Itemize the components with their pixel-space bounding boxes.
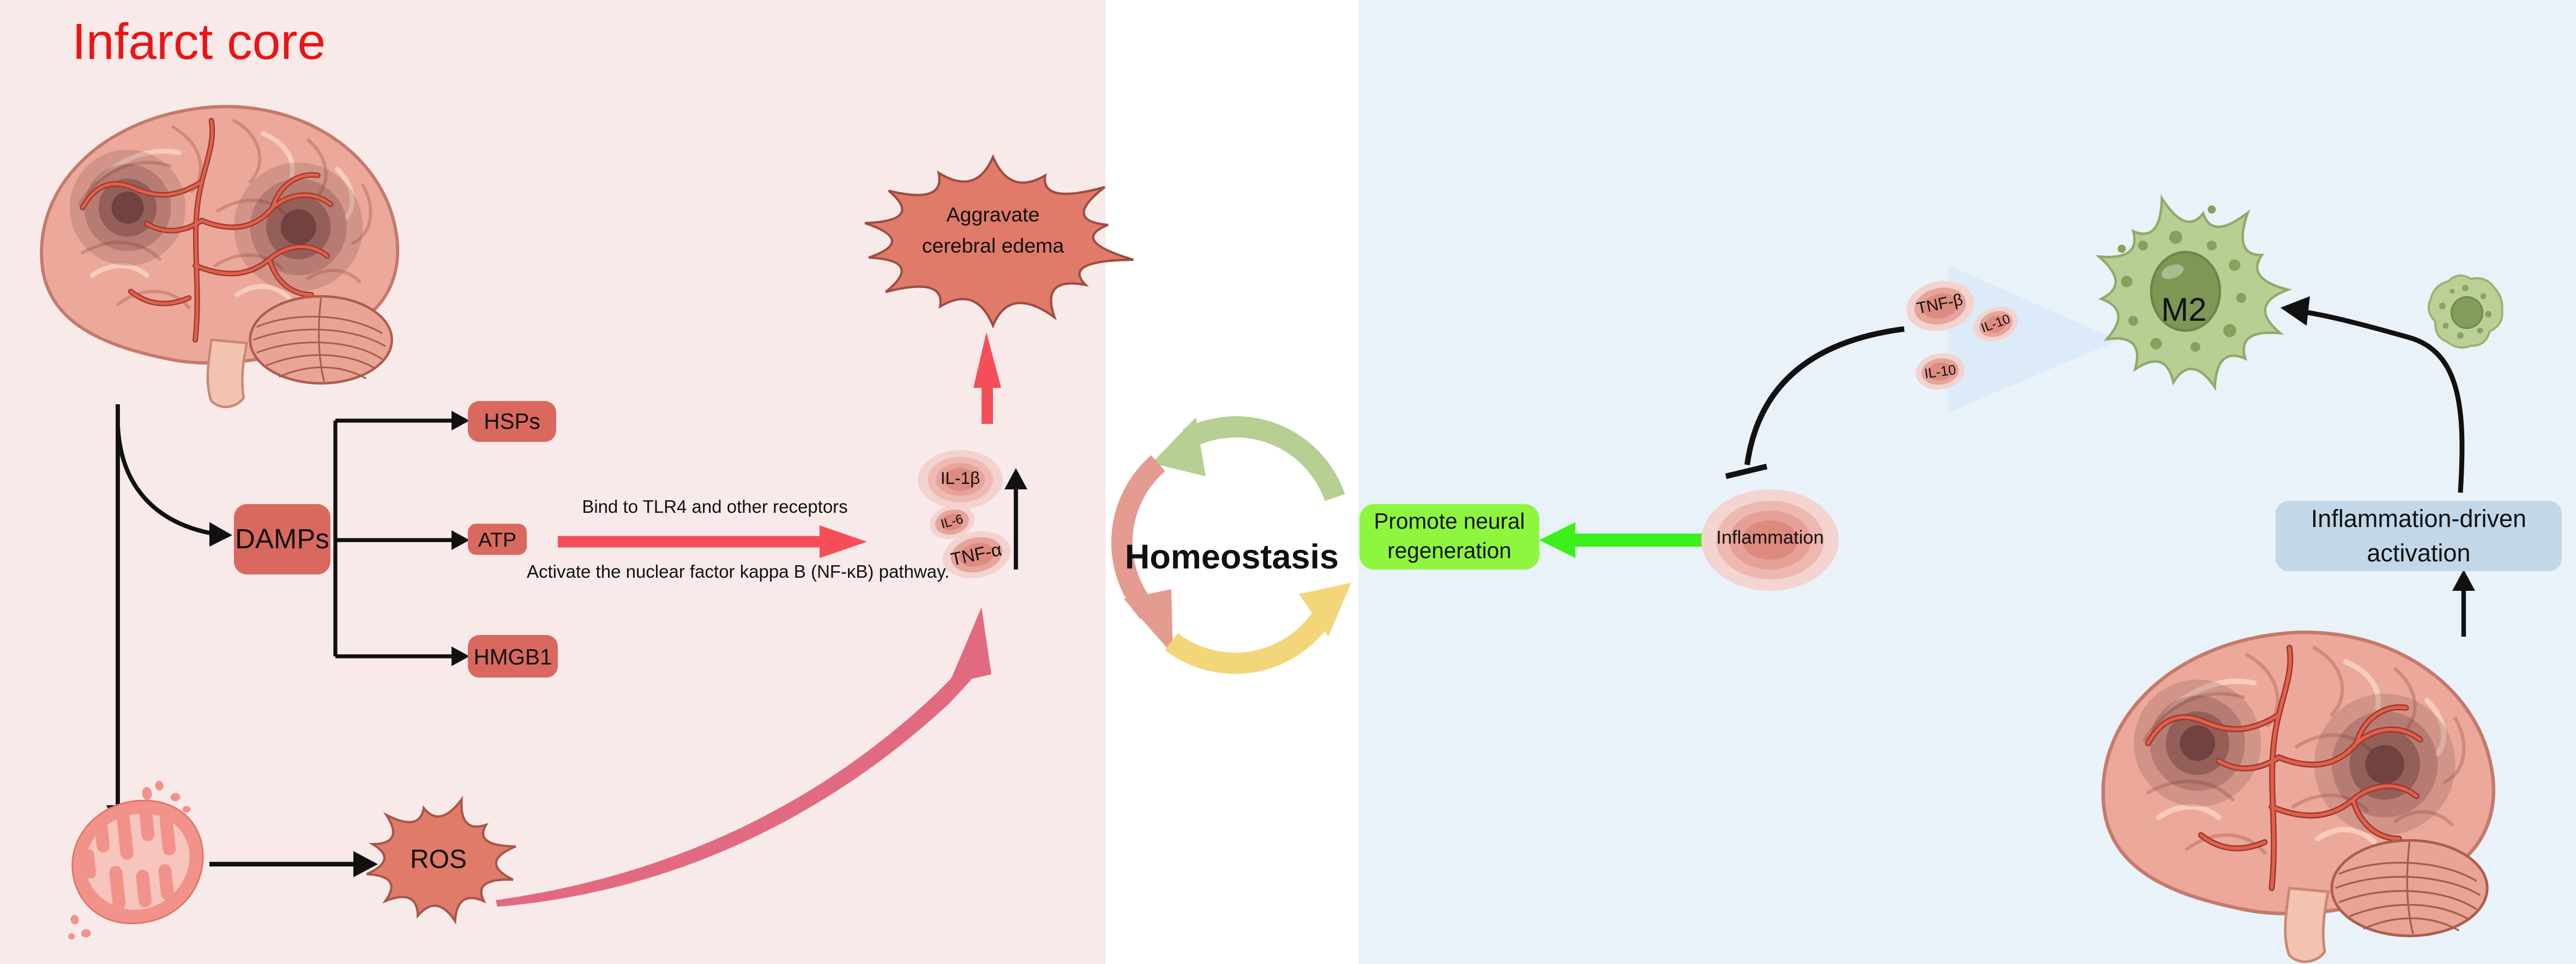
ros-label: ROS: [410, 847, 467, 875]
tnfb-cytokine-blob: [1906, 281, 1975, 331]
infarcted-brain-illustration-left: [41, 106, 398, 407]
homeostasis-label: Homeostasis: [1124, 539, 1339, 577]
activation-to-m2-arrow: [2280, 296, 2465, 493]
atp-label: ATP: [478, 528, 517, 551]
edema-starburst: [864, 154, 1134, 329]
homeostasis-cycle-icon: [1111, 416, 1351, 674]
arrowhead-right: [209, 522, 232, 547]
promote-line2: regeneration: [1387, 538, 1512, 563]
infarcted-brain-illustration-right: [2103, 632, 2494, 962]
activation-line1: Inflammation-driven: [2310, 505, 2527, 533]
promote-line1: Promote neural: [1374, 508, 1525, 534]
hmgb1-label: HMGB1: [473, 644, 552, 669]
infarct-core-title: Infarct core: [72, 13, 326, 70]
bind-tlr4-arrow: [558, 525, 867, 558]
tnfa-cytokine-blob: [942, 531, 1011, 579]
activation-line2: activation: [2367, 539, 2471, 567]
damps-box: DAMPs: [234, 504, 330, 574]
cytokine-funnel-triangle: [1948, 265, 2118, 412]
arrowhead-atp: [452, 530, 470, 550]
il1b-cytokine-blob: [918, 450, 1003, 509]
edema-line1: Aggravate: [946, 203, 1040, 226]
brain-to-damps-arrow: [116, 425, 213, 536]
ros-to-cytokines-swoosh-arrow: [496, 607, 991, 907]
inflammation-blob: [1701, 489, 1839, 591]
il10-lower-cytokine-blob: [1916, 353, 1965, 390]
inflammation-to-regeneration-arrow: [1539, 522, 1708, 558]
damaged-mitochondria-illustration: [68, 781, 204, 940]
m2-label: M2: [2161, 293, 2207, 329]
hsps-label: HSPs: [484, 409, 540, 434]
nfkb-pathway-text: Activate the nuclear factor kappa B (NF-…: [527, 563, 950, 583]
il10-upper-cytokine-blob: [1973, 307, 2018, 342]
ros-starburst: [366, 795, 516, 925]
edema-line2: cerebral edema: [922, 234, 1064, 257]
il1b-label: IL-1β: [940, 469, 980, 489]
arrowhead-ros: [353, 851, 378, 877]
edema-starburst-label: Aggravate cerebral edema: [922, 200, 1064, 262]
m2-microglia-cell: [2095, 194, 2292, 391]
inflammation-label: Inflammation: [1716, 529, 1824, 549]
atp-box: ATP: [468, 524, 527, 555]
damps-branch-bracket: [333, 418, 453, 658]
arrowhead-hmgb1: [452, 646, 470, 666]
cytokines-inhibit-inflammation-connector: [1725, 326, 1905, 479]
bind-tlr4-text: Bind to TLR4 and other receptors: [582, 498, 848, 518]
arrowhead-up: [1004, 468, 1027, 489]
arrowhead-activation: [2452, 570, 2475, 591]
arrowhead-hsps: [452, 411, 470, 430]
il6-cytokine-blob: [929, 505, 975, 539]
hmgb1-box: HMGB1: [468, 635, 558, 678]
activation-box: Inflammation-driven activation: [2276, 501, 2562, 571]
promote-regeneration-box: Promote neural regeneration: [1359, 504, 1539, 570]
cytokines-to-edema-arrow: [973, 332, 1001, 424]
resting-microglia-cell: [2427, 274, 2503, 349]
hsps-box: HSPs: [468, 401, 556, 442]
damps-label: DAMPs: [235, 523, 329, 554]
